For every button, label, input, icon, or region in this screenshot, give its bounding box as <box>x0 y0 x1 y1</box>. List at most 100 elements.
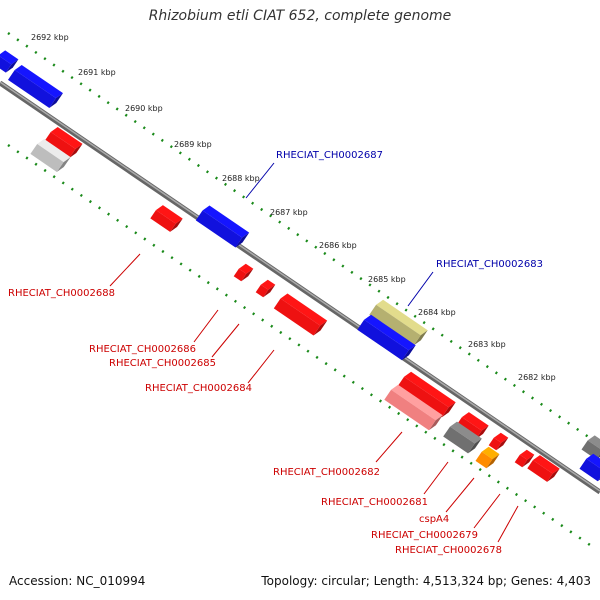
gene-box-red-2[interactable] <box>150 205 183 232</box>
accession-text: Accession: NC_010994 <box>9 574 146 588</box>
gene-label-rheciat-ch0002681[interactable]: RHECIAT_CH0002681 <box>321 497 428 508</box>
gene-box-red-7-top <box>461 412 489 431</box>
gene-box-orange-1[interactable] <box>475 446 500 469</box>
gene-box-orange-1-side <box>486 454 500 469</box>
callout-line-cspa4 <box>445 477 475 513</box>
callout-line-2688 <box>109 253 141 287</box>
scale-tick-2685: 2685 kbp <box>368 275 406 284</box>
scale-tick-2684: 2684 kbp <box>418 308 456 317</box>
gene-box-red-9-side <box>522 454 535 468</box>
gene-box-olive-1[interactable] <box>369 299 428 346</box>
scale-tick-2691: 2691 kbp <box>78 68 116 77</box>
gene-box-blue-2-front <box>195 210 243 248</box>
gene-box-red-8[interactable] <box>488 432 509 451</box>
gene-box-red-5[interactable] <box>273 293 328 336</box>
callout-line-2681 <box>423 461 449 495</box>
gene-box-grey-2-front <box>443 426 475 454</box>
gene-box-blue-1-side <box>49 93 63 108</box>
gene-box-grey-3-front <box>581 440 600 460</box>
gene-box-grey-1-top <box>37 139 71 163</box>
gene-box-blue-3[interactable] <box>357 314 416 361</box>
gene-box-red-5-top <box>280 293 328 326</box>
gene-box-olive-1-front <box>369 304 421 346</box>
genome-backbone-highlight <box>0 81 600 492</box>
callout-line-2685 <box>211 323 240 358</box>
callout-line-2686 <box>193 309 219 343</box>
gene-box-red-8-front <box>488 437 502 451</box>
gene-box-red-3-front <box>233 268 247 282</box>
gene-box-red-9-front <box>514 454 528 468</box>
gene-box-grey-2[interactable] <box>443 421 482 454</box>
gene-box-grey-1-side <box>56 157 71 172</box>
gene-box-blue-2[interactable] <box>195 205 250 248</box>
gene-label-rheciat-ch0002688[interactable]: RHECIAT_CH0002688 <box>8 288 115 299</box>
gene-box-pink-1[interactable] <box>384 384 443 431</box>
gene-label-rheciat-ch0002682[interactable]: RHECIAT_CH0002682 <box>273 467 380 478</box>
gene-box-red-5-front <box>273 298 321 336</box>
gene-box-red-4-side <box>263 284 276 298</box>
scale-tick-2692: 2692 kbp <box>31 33 69 42</box>
gene-label-rheciat-ch0002679[interactable]: RHECIAT_CH0002679 <box>371 530 478 541</box>
gene-box-red-6-front <box>397 376 449 418</box>
gene-label-rheciat-ch0002678[interactable]: RHECIAT_CH0002678 <box>395 545 502 556</box>
gene-box-red-1-front <box>44 132 76 158</box>
gene-box-blue-1[interactable] <box>8 65 63 108</box>
gene-box-red-4[interactable] <box>255 279 276 298</box>
scale-tick-2690: 2690 kbp <box>125 104 163 113</box>
gene-box-olive-1-top <box>376 299 428 336</box>
gene-box-red-9[interactable] <box>514 449 535 468</box>
gene-box-left-edge-top <box>0 50 19 65</box>
gene-box-red-3[interactable] <box>233 263 254 282</box>
gene-box-red-2-side <box>170 218 183 232</box>
gene-box-blue-4-top <box>586 453 600 469</box>
gene-box-grey-1[interactable] <box>30 139 71 172</box>
scale-tick-2686: 2686 kbp <box>319 241 357 250</box>
gene-box-grey-3-side <box>596 454 600 460</box>
gene-box-red-10-front <box>527 460 553 482</box>
gene-box-grey-3[interactable] <box>581 435 600 460</box>
gene-box-red-8-side <box>496 437 509 451</box>
gene-box-left-edge[interactable] <box>0 50 19 73</box>
gene-box-pink-1-top <box>391 384 443 421</box>
gene-box-olive-1-side <box>413 330 428 346</box>
gene-box-blue-3-front <box>357 319 409 361</box>
gene-box-red-10[interactable] <box>527 455 560 482</box>
gene-box-grey-3-top <box>587 435 600 449</box>
gene-box-grey-2-side <box>468 438 482 454</box>
gene-label-rheciat-ch0002684[interactable]: RHECIAT_CH0002684 <box>145 383 252 394</box>
gene-box-left-edge-front <box>0 56 12 73</box>
gene-label-rheciat-ch0002686[interactable]: RHECIAT_CH0002686 <box>89 344 196 355</box>
gene-box-blue-4[interactable] <box>579 453 600 482</box>
gene-box-red-6-top <box>404 371 456 408</box>
gene-box-red-6[interactable] <box>397 371 456 418</box>
gene-label-rheciat-ch0002683[interactable]: RHECIAT_CH0002683 <box>436 259 543 270</box>
gene-box-red-1[interactable] <box>44 127 83 158</box>
gene-box-red-7[interactable] <box>456 412 489 439</box>
gene-label-cspa4[interactable]: cspA4 <box>419 514 449 525</box>
gene-box-red-5-side <box>313 320 328 336</box>
gene-label-rheciat-ch0002685[interactable]: RHECIAT_CH0002685 <box>109 358 216 369</box>
gene-box-grey-2-top <box>450 421 482 444</box>
gene-box-orange-1-front <box>475 451 493 469</box>
gene-label-rheciat-ch0002687[interactable]: RHECIAT_CH0002687 <box>276 150 383 161</box>
callout-line-2684 <box>247 349 275 384</box>
gene-features <box>0 50 600 482</box>
callout-line-2679 <box>473 493 501 529</box>
gene-box-red-7-front <box>456 417 482 439</box>
gene-box-red-1-side <box>69 143 83 158</box>
callout-line-2682 <box>375 431 403 463</box>
scale-tick-2689: 2689 kbp <box>174 140 212 149</box>
gene-box-red-2-front <box>150 210 176 232</box>
genome-title: Rhizobium etli CIAT 652, complete genome <box>148 8 452 24</box>
gene-box-red-1-top <box>50 127 83 149</box>
gene-box-blue-4-front <box>579 458 600 482</box>
gene-box-blue-3-side <box>401 345 416 361</box>
gene-box-red-6-side <box>441 402 456 418</box>
gene-box-red-8-top <box>493 432 509 443</box>
scale-tick-2683: 2683 kbp <box>468 340 506 349</box>
gene-box-red-4-front <box>255 284 269 298</box>
gene-box-red-7-side <box>476 425 489 439</box>
gene-box-blue-1-top <box>14 65 63 99</box>
gene-box-left-edge-side <box>5 59 19 73</box>
